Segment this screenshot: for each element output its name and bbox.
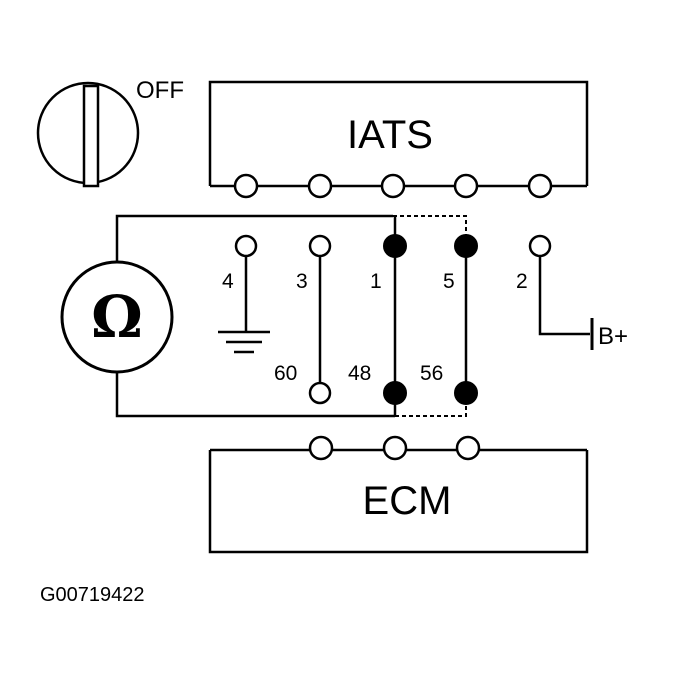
ecm-label: ECM	[363, 479, 452, 523]
pin-2-label: 2	[516, 270, 528, 293]
pin-5-circuit: 5 56	[420, 234, 478, 405]
battery-positive-label: B+	[598, 323, 628, 350]
ohmmeter-lead-bottom	[115, 372, 395, 418]
ohm-symbol: Ω	[91, 283, 143, 351]
ignition-switch: OFF	[36, 77, 184, 188]
pin-4-label: 4	[222, 270, 234, 293]
pin-3-label: 3	[296, 270, 308, 293]
iats-component: IATS	[208, 80, 589, 199]
iats-label: IATS	[347, 113, 433, 157]
pin-5-label: 5	[443, 270, 455, 293]
iats-connector	[233, 173, 553, 199]
ignition-off-label: OFF	[136, 77, 184, 104]
pin-1-label: 1	[370, 270, 382, 293]
pin-56-label: 56	[420, 362, 443, 385]
ecm-component: ECM	[208, 435, 589, 554]
iats-box	[208, 80, 589, 186]
ohmmeter-lead-top	[115, 214, 393, 262]
pin-1-circuit: 1 48	[348, 216, 407, 416]
pin-3-circuit: 3 60	[274, 234, 332, 405]
pin-2-circuit: 2 B+	[516, 234, 628, 350]
ecm-connector	[308, 435, 481, 461]
pin-4-circuit: 4	[218, 234, 270, 354]
figure-code: G00719422	[40, 584, 145, 606]
ground-icon	[218, 330, 270, 354]
ohmmeter-dial	[60, 260, 174, 374]
ohmmeter: Ω	[60, 214, 467, 418]
pin-48-label: 48	[348, 362, 371, 385]
pin-60-label: 60	[274, 362, 297, 385]
ignition-switch-key-slot	[82, 84, 100, 188]
ecm-box	[208, 450, 589, 554]
